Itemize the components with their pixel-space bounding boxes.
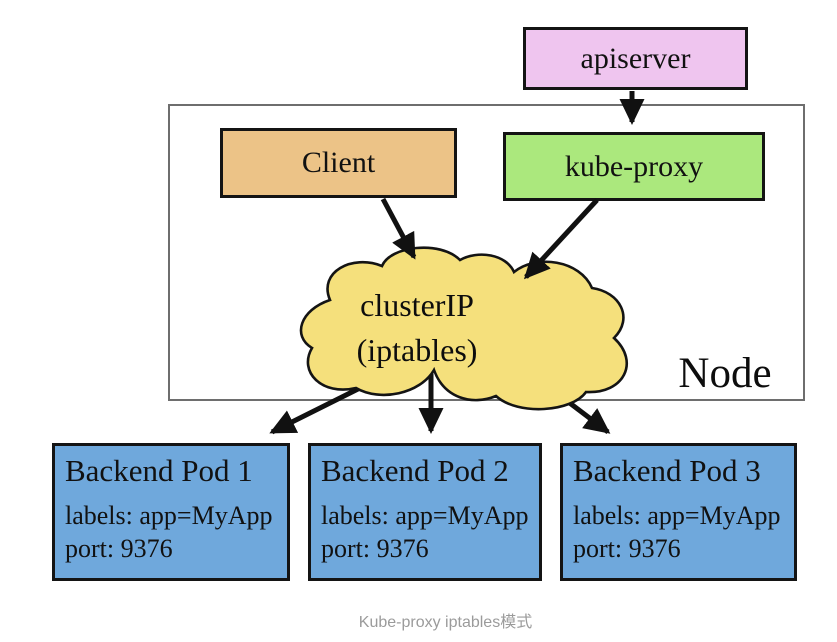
pod-labels: labels: app=MyApp: [573, 501, 781, 530]
pod-port: port: 9376: [65, 534, 173, 563]
apiserver-box: apiserver: [523, 27, 748, 90]
pod-labels: labels: app=MyApp: [321, 501, 529, 530]
cluster-ip-line2: (iptables): [356, 332, 478, 368]
client-label: Client: [301, 146, 376, 179]
pod-port: port: 9376: [573, 534, 681, 563]
cluster-ip-line1: clusterIP: [360, 287, 474, 323]
backend-pod-3-box: Backend Pod 3 labels: app=MyApp port: 93…: [560, 443, 797, 581]
pod-title: Backend Pod 3: [573, 453, 761, 488]
pod-port: port: 9376: [321, 534, 429, 563]
node-label: Node: [678, 350, 772, 397]
pod-title: Backend Pod 2: [321, 453, 509, 488]
pod-title: Backend Pod 1: [65, 453, 253, 488]
kube-proxy-label: kube-proxy: [564, 149, 704, 183]
figure-caption: Kube-proxy iptables模式: [358, 614, 533, 631]
kube-proxy-box: kube-proxy: [503, 132, 765, 201]
client-box: Client: [220, 128, 457, 198]
cluster-ip-text: clusterIP (iptables): [322, 283, 512, 373]
apiserver-label: apiserver: [580, 41, 691, 75]
pod-labels: labels: app=MyApp: [65, 501, 273, 530]
backend-pod-2-box: Backend Pod 2 labels: app=MyApp port: 93…: [308, 443, 542, 581]
backend-pod-1-box: Backend Pod 1 labels: app=MyApp port: 93…: [52, 443, 290, 581]
